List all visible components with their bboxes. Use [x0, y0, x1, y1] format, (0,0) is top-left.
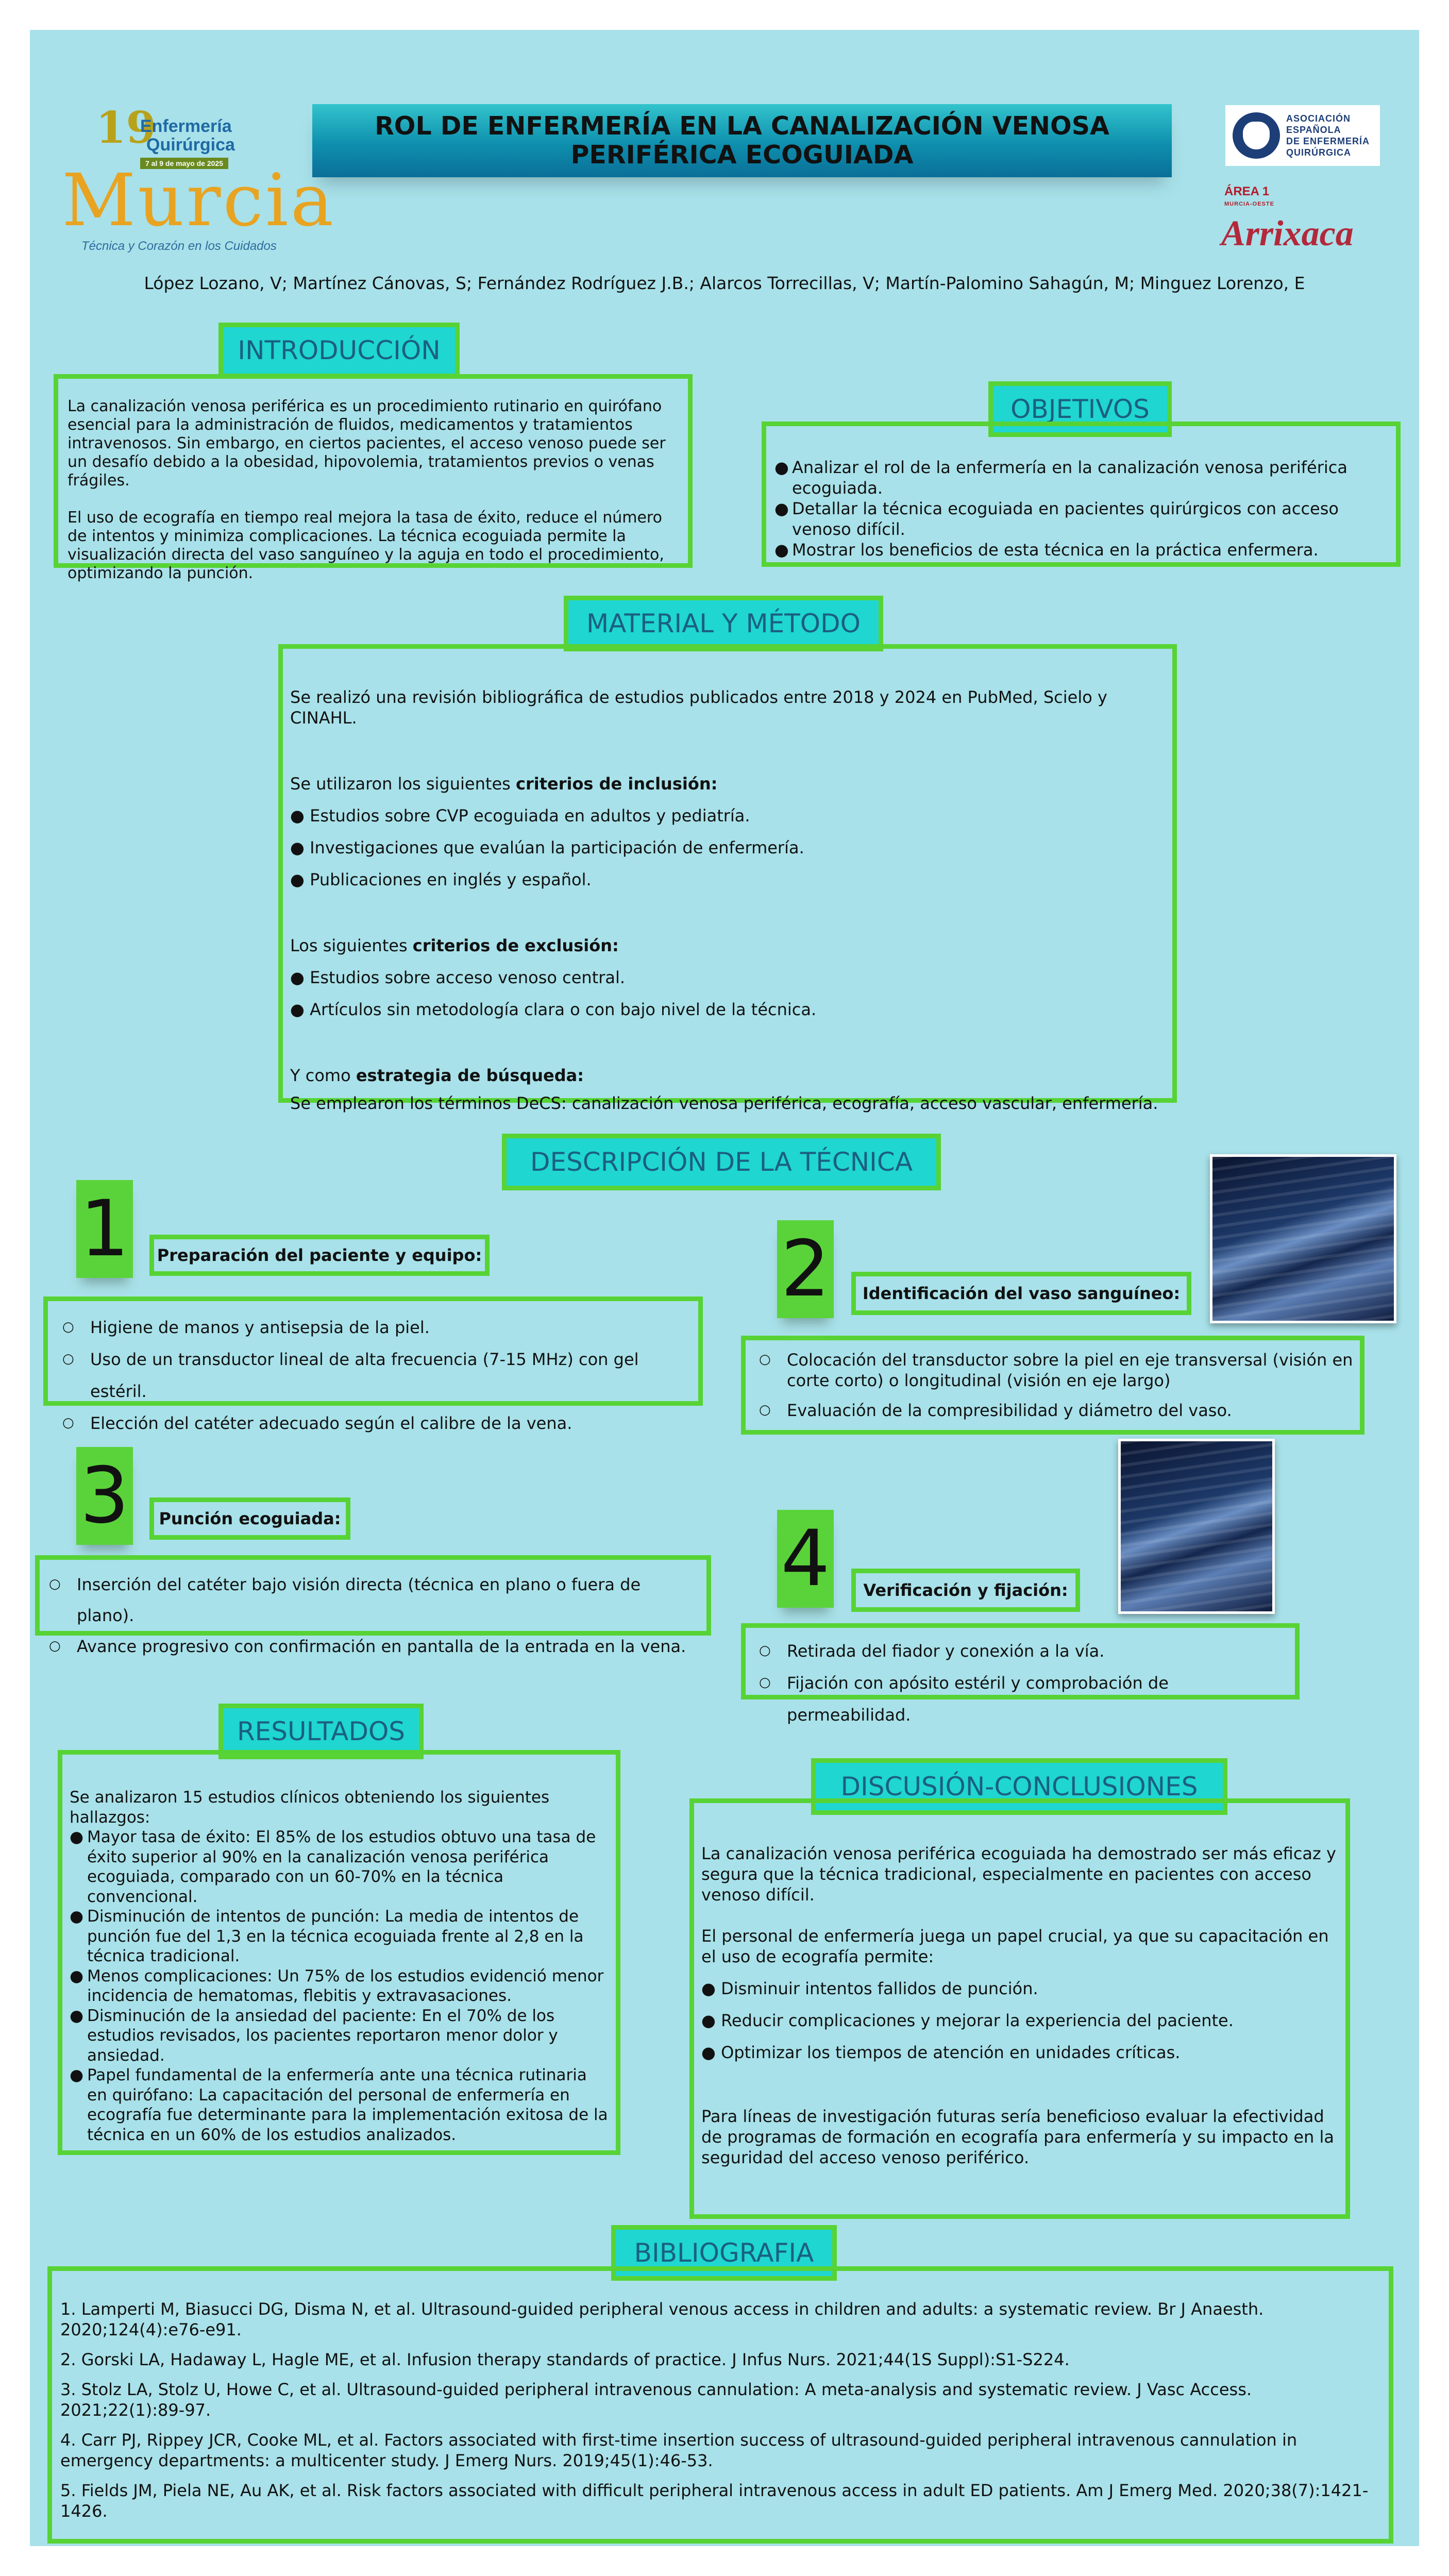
inclusion-label-bold: criterios de inclusión:: [515, 774, 718, 794]
exclusion-item: Estudios sobre acceso venoso central.: [310, 968, 626, 987]
list-item: ● Publicaciones en inglés y español.: [290, 870, 592, 889]
title-line1: ROL DE ENFERMERÍA EN LA CANALIZACIÓN VEN…: [375, 111, 1109, 141]
logo-city: Murcia: [62, 159, 336, 243]
reference-item: 1. Lamperti M, Biasucci DG, Disma N, et …: [60, 2299, 1264, 2339]
assoc-line: ESPAÑOLA: [1286, 125, 1341, 135]
association-logo: ASOCIACIÓN ESPAÑOLA DE ENFERMERÍA QUIRÚR…: [1225, 105, 1380, 166]
list-item: ● Estudios sobre acceso venoso central.: [290, 968, 626, 987]
assoc-line: DE ENFERMERÍA: [1286, 136, 1370, 146]
step-title: Identificación del vaso sanguíneo:: [851, 1272, 1191, 1315]
step-number: 4: [777, 1510, 834, 1608]
list-item: ● Artículos sin metodología clara o con …: [290, 1000, 817, 1019]
list-item: Elección del catéter adecuado según el c…: [53, 1407, 693, 1439]
objetivos-box: Analizar el rol de la enfermería en la c…: [762, 422, 1401, 567]
area-sublabel: MURCIA-OESTE: [1224, 201, 1274, 207]
list-item: ● Investigaciones que evalúan la partici…: [290, 838, 804, 857]
logo-line2: Quirúrgica: [146, 135, 235, 155]
discusion-item: Optimizar los tiempos de atención en uni…: [721, 2043, 1181, 2062]
discusion-box: La canalización venosa periférica ecogui…: [689, 1798, 1350, 2219]
assoc-line: ASOCIACIÓN: [1286, 113, 1351, 124]
logo-number: 19: [96, 102, 156, 153]
introduccion-paragraph: El uso de ecografía en tiempo real mejor…: [68, 509, 664, 582]
inclusion-item: Estudios sobre CVP ecoguiada en adultos …: [310, 806, 750, 826]
list-item: Higiene de manos y antisepsia de la piel…: [53, 1311, 693, 1343]
inclusion-item: Publicaciones en inglés y español.: [310, 870, 592, 889]
list-item: Mayor tasa de éxito: El 85% de los estud…: [70, 1827, 609, 1907]
step-title: Preparación del paciente y equipo:: [149, 1235, 490, 1276]
list-item: Papel fundamental de la enfermería ante …: [70, 2065, 609, 2145]
poster-title: ROL DE ENFERMERÍA EN LA CANALIZACIÓN VEN…: [312, 104, 1172, 177]
section-heading-bibliografia: BIBLIOGRAFIA: [611, 2225, 837, 2281]
introduccion-paragraph: La canalización venosa periférica es un …: [68, 397, 666, 490]
resultados-intro: Se analizaron 15 estudios clínicos obten…: [70, 1788, 550, 1827]
list-item: Mostrar los beneficios de esta técnica e…: [774, 540, 1386, 560]
step-box: Higiene de manos y antisepsia de la piel…: [43, 1297, 703, 1439]
discusion-item: Reducir complicaciones y mejorar la expe…: [721, 2011, 1234, 2030]
list-item: Disminución de intentos de punción: La m…: [70, 1907, 609, 1966]
inclusion-item: Investigaciones que evalúan la participa…: [310, 838, 804, 857]
area-label: ÁREA 1: [1224, 184, 1270, 198]
section-heading-tecnica: DESCRIPCIÓN DE LA TÉCNICA: [502, 1134, 941, 1190]
title-line2: PERIFÉRICA ECOGUIADA: [570, 140, 914, 170]
assoc-line: QUIRÚRGICA: [1286, 147, 1351, 158]
list-item: Inserción del catéter bajo visión direct…: [40, 1569, 701, 1631]
discusion-item: Disminuir intentos fallidos de punción.: [721, 1979, 1038, 1998]
step-number: 2: [777, 1220, 834, 1318]
reference-item: 5. Fields JM, Piela NE, Au AK, et al. Ri…: [60, 2481, 1369, 2521]
strategy-label-bold: estrategia de búsqueda:: [356, 1066, 584, 1085]
discusion-paragraph: El personal de enfermería juega un papel…: [701, 1926, 1329, 1966]
step-box: Retirada del fiador y conexión a la vía.…: [741, 1623, 1300, 1725]
ultrasound-image: [1118, 1439, 1275, 1614]
list-item: Avance progresivo con confirmación en pa…: [40, 1630, 701, 1662]
list-item: ● Reducir complicaciones y mejorar la ex…: [701, 2011, 1234, 2030]
list-item: Disminución de la ansiedad del paciente:…: [70, 2006, 609, 2066]
resultados-box: Se analizaron 15 estudios clínicos obten…: [58, 1750, 620, 2155]
metodo-intro: Se realizó una revisión bibliográfica de…: [290, 687, 1107, 728]
list-item: Retirada del fiador y conexión a la vía.: [750, 1635, 1290, 1667]
section-heading-metodo: MATERIAL Y MÉTODO: [564, 596, 883, 651]
list-item: ● Estudios sobre CVP ecoguiada en adulto…: [290, 806, 750, 826]
exclusion-label: Los siguientes: [290, 936, 413, 955]
discusion-paragraph: La canalización venosa periférica ecogui…: [701, 1844, 1336, 1905]
step-number: 3: [76, 1447, 133, 1545]
step-box: Colocación del transductor sobre la piel…: [741, 1336, 1364, 1435]
association-seal-icon: [1233, 112, 1280, 159]
list-item: ● Disminuir intentos fallidos de punción…: [701, 1979, 1038, 1998]
section-heading-introduccion: INTRODUCCIÓN: [218, 323, 460, 378]
reference-item: 2. Gorski LA, Hadaway L, Hagle ME, et al…: [60, 2350, 1070, 2369]
step-title: Punción ecoguiada:: [149, 1497, 350, 1540]
ultrasound-image: [1210, 1154, 1396, 1323]
list-item: Colocación del transductor sobre la piel…: [750, 1349, 1355, 1391]
step-number: 1: [76, 1180, 133, 1278]
introduccion-box: La canalización venosa periférica es un …: [54, 374, 693, 582]
step-box: Inserción del catéter bajo visión direct…: [35, 1555, 711, 1661]
logo-line1: Enfermería: [140, 116, 232, 136]
list-item: Uso de un transductor lineal de alta fre…: [53, 1343, 693, 1407]
list-item: Fijación con apósito estéril y comprobac…: [750, 1666, 1290, 1731]
exclusion-label-bold: criterios de exclusión:: [412, 936, 619, 955]
list-item: Evaluación de la compresibilidad y diáme…: [750, 1400, 1355, 1421]
congress-logo: 19 Enfermería Quirúrgica 7 al 9 de mayo …: [30, 71, 333, 262]
section-heading-objetivos: OBJETIVOS: [988, 381, 1172, 437]
exclusion-item: Artículos sin metodología clara o con ba…: [310, 1000, 817, 1019]
metodo-box: Se realizó una revisión bibliográfica de…: [278, 644, 1177, 1113]
list-item: Menos complicaciones: Un 75% de los estu…: [70, 1966, 609, 2006]
logo-dates: 7 al 9 de mayo de 2025: [140, 158, 228, 169]
list-item: Analizar el rol de la enfermería en la c…: [774, 457, 1386, 498]
reference-item: 4. Carr PJ, Rippey JCR, Cooke ML, et al.…: [60, 2430, 1298, 2470]
hospital-logo: Arrixaca: [1221, 214, 1354, 254]
section-heading-discusion: DISCUSIÓN-CONCLUSIONES: [811, 1758, 1227, 1815]
strategy-text: Se emplearon los términos DeCS: canaliza…: [290, 1093, 1158, 1113]
reference-item: 3. Stolz LA, Stolz U, Howe C, et al. Ult…: [60, 2380, 1252, 2420]
bibliografia-box: 1. Lamperti M, Biasucci DG, Disma N, et …: [47, 2266, 1393, 2544]
list-item: Detallar la técnica ecoguiada en pacient…: [774, 498, 1386, 540]
authors: López Lozano, V; Martínez Cánovas, S; Fe…: [144, 273, 1305, 293]
logo-tagline: Técnica y Corazón en los Cuidados: [81, 239, 277, 253]
inclusion-label: Se utilizaron los siguientes: [290, 774, 516, 794]
list-item: ● Optimizar los tiempos de atención en u…: [701, 2043, 1181, 2062]
discusion-paragraph: Para líneas de investigación futuras ser…: [701, 2107, 1334, 2167]
strategy-label: Y como: [290, 1066, 356, 1085]
step-title: Verificación y fijación:: [851, 1569, 1080, 1612]
